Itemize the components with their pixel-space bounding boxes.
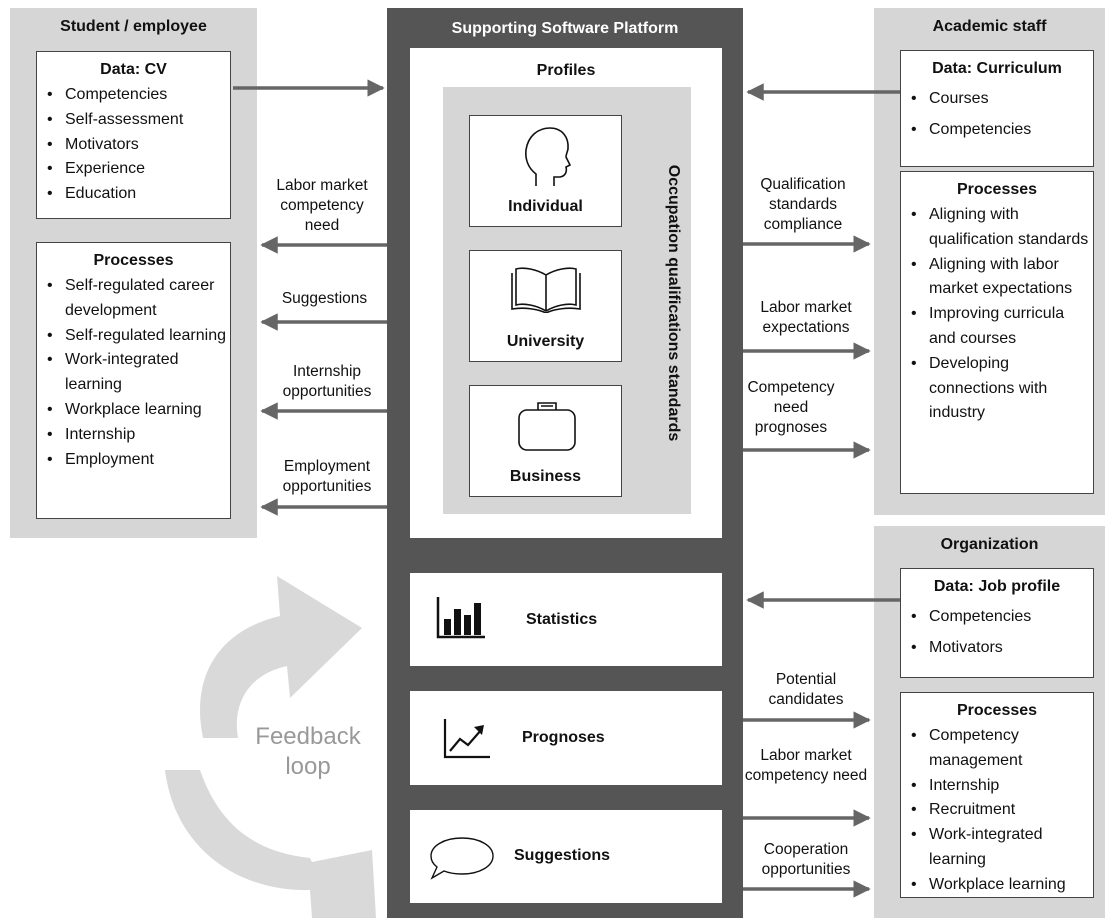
student-panel: Student / employee Data: CV Competencies… [10,8,257,538]
cv-item: Self-assessment [47,108,230,133]
feedback-line-1: Feedback [255,723,361,750]
process-item: Work-integrated learning [911,823,1093,873]
flow-label-competency-need: Labor market competency need [276,177,368,234]
cv-item: Motivators [47,133,230,158]
cv-box: Data: CV Competencies Self-assessment Mo… [36,51,231,219]
cv-item: Experience [47,157,230,182]
student-processes-title: Processes [93,252,174,269]
cv-list: Competencies Self-assessment Motivators … [37,83,230,207]
job-profile-list: Competencies Motivators [901,602,1093,663]
curriculum-item: Courses [911,84,1093,115]
profiles-title: Profiles [536,62,596,79]
process-item: Developing connections with industry [911,352,1093,426]
flow-label-prognoses: Competency need prognoses [747,379,835,436]
organization-processes-title: Processes [956,702,1038,719]
student-title: Student / employee [60,18,207,35]
book-icon [511,267,581,313]
profile-business: Business [469,385,622,497]
student-processes-list: Self-regulated career development Self-r… [37,274,230,472]
academic-processes-box: Processes Aligning with qualification st… [900,171,1094,494]
flow-label-internship: Internship opportunities [282,363,372,400]
job-profile-title: Data: Job profile [933,578,1061,595]
flow-label-suggestions: Suggestions [281,290,368,307]
flow-label-compliance: Qualification standards compliance [760,176,846,233]
tool-label-suggestions: Suggestions [514,847,611,864]
academic-title: Academic staff [932,18,1047,35]
flow-label-candidates: Potential candidates [768,671,844,708]
bar-chart-icon [436,597,485,639]
head-icon [525,127,572,186]
organization-panel: Organization Data: Job profile Competenc… [874,526,1105,918]
trend-icon [443,719,490,759]
process-item: Internship [911,774,1093,799]
profile-label-business: Business [509,468,582,485]
process-item: Work-integrated learning [47,348,230,398]
feedback-arrow-upper [200,576,362,738]
process-item: Aligning with labor market expectations [911,253,1093,303]
organization-processes-box: Processes Competency management Internsh… [900,692,1094,898]
cv-item: Competencies [47,83,230,108]
process-item: Self-regulated career development [47,274,230,324]
job-profile-item: Motivators [911,633,1093,664]
curriculum-title: Data: Curriculum [932,60,1062,77]
process-item: Self-regulated learning [47,324,230,349]
platform-title: Supporting Software Platform [451,20,679,37]
profile-label-individual: Individual [508,198,583,215]
flow-label-org-need: Labor market competency need [744,747,868,784]
process-item: Improving curricula and courses [911,302,1093,352]
student-processes-box: Processes Self-regulated career developm… [36,242,231,519]
flow-label-expectations: Labor market expectations [760,299,852,336]
tool-label-prognoses: Prognoses [522,729,605,746]
feedback-loop-label: Feedback loop [236,722,380,782]
process-item: Internship [47,423,230,448]
tool-suggestions: Suggestions [410,810,722,903]
tool-statistics: Statistics [410,573,722,666]
curriculum-item: Competencies [911,115,1093,146]
feedback-line-2: loop [285,753,331,780]
job-profile-item: Competencies [911,602,1093,633]
flow-label-cooperation: Cooperation opportunities [761,841,851,878]
process-item: Employment [47,448,230,473]
cv-title: Data: CV [100,61,167,78]
job-profile-box: Data: Job profile Competencies Motivator… [900,568,1094,678]
academic-processes-list: Aligning with qualification standards Al… [901,203,1093,426]
organization-title: Organization [940,536,1039,553]
cv-item: Education [47,182,230,207]
profile-university: University [469,250,622,362]
academic-processes-title: Processes [956,181,1038,198]
flow-label-employment: Employment opportunities [282,458,372,495]
profile-individual: Individual [469,115,622,227]
curriculum-box: Data: Curriculum Courses Competencies [900,50,1094,167]
feedback-arrow-lower [165,770,376,918]
tool-prognoses: Prognoses [410,691,722,785]
academic-panel: Academic staff Data: Curriculum Courses … [874,8,1105,515]
organization-processes-list: Competency management Internship Recruit… [901,724,1093,897]
speech-bubble-icon [430,837,494,880]
feedback-loop-arrows [165,576,376,918]
process-item: Workplace learning [47,398,230,423]
briefcase-icon [518,402,576,451]
process-item: Recruitment [911,798,1093,823]
curriculum-list: Courses Competencies [901,84,1093,145]
process-item: Aligning with qualification standards [911,203,1093,253]
process-item: Workplace learning [911,873,1093,897]
tool-label-statistics: Statistics [526,611,598,628]
profile-label-university: University [506,333,585,350]
process-item: Competency management [911,724,1093,774]
